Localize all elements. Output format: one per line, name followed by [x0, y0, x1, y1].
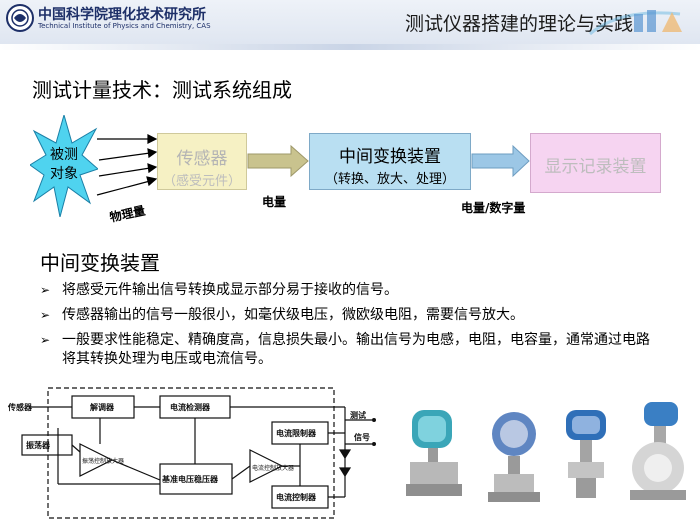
bullet-item: ➢传感器输出的信号一般很小，如毫伏级电压，微欧级电阻，需要信号放大。: [40, 307, 524, 323]
institute-logo-icon: [6, 4, 34, 32]
physical-quantity-label: 物理量: [108, 203, 147, 225]
sensor-subtitle: （感受元件）: [162, 174, 241, 189]
measured-object-label: 被测 对象: [50, 147, 78, 182]
bullet-item: ➢将感受元件输出信号转换成显示部分易于接收的信号。: [40, 282, 398, 298]
digital-quantity-label: 电量/数字量: [461, 201, 526, 215]
measured-object-burst-icon: [30, 115, 98, 217]
pressure-transmitter-icon: [488, 412, 540, 502]
bullet-item: ➢一般要求性能稳定、精确度高，信息损失最小。输出信号为电感，电阻，电容量，通常通…: [40, 332, 650, 367]
circuit-current-limiter-label: 电流限制器: [276, 429, 316, 438]
display-record-box: 显示记录装置: [530, 133, 661, 193]
pressure-transmitter-icon: [406, 410, 462, 496]
bullet-arrow-icon: ➢: [40, 283, 51, 297]
bullet-arrow-icon: ➢: [40, 333, 51, 347]
sensor-title: 传感器: [176, 149, 228, 169]
intermediate-title: 中间变换装置: [339, 147, 441, 167]
header-divider: [0, 44, 700, 50]
circuit-lines: [21, 387, 376, 519]
circuit-signal-label: 信号: [354, 433, 370, 442]
slide-title: 测试计量技术：测试系统组成: [32, 78, 292, 102]
circuit-demodulator-label: 解调器: [90, 403, 114, 412]
circuit-diagram: 传感器 解调器 电流检测器 振荡器 振荡控制放大器 基准电压稳压器 电流限制器 …: [0, 380, 383, 525]
deck-title: 测试仪器搭建的理论与实践: [405, 13, 634, 35]
section-title: 中间变换装置: [40, 251, 160, 275]
intermediate-transform-box: 中间变换装置 （转换、放大、处理）: [309, 133, 471, 190]
transmitter-photos: [398, 398, 695, 508]
intermediate-subtitle: （转换、放大、处理）: [324, 172, 455, 187]
institute-name-cn: 中国科学院理化技术研究所: [38, 7, 206, 23]
sensor-box: 传感器 （感受元件）: [157, 133, 247, 190]
circuit-current-amp-label: 电流控制放大器: [252, 465, 295, 472]
circuit-test-label: 测试: [350, 411, 366, 420]
circuit-current-controller-label: 电流控制器: [276, 493, 316, 502]
circuit-ref-regulator-label: 基准电压稳压器: [162, 475, 218, 484]
circuit-oscillator-label: 振荡器: [26, 441, 50, 450]
pressure-transmitter-icon: [566, 410, 606, 498]
circuit-osc-amp-label: 振荡控制放大器: [82, 458, 125, 465]
pressure-transmitter-icon: [630, 402, 686, 500]
electric-quantity-label: 电量: [262, 195, 287, 209]
circuit-sensor-label: 传感器: [8, 403, 32, 412]
circuit-current-detector-label: 电流检测器: [170, 403, 210, 412]
bullet-list: ➢将感受元件输出信号转换成显示部分易于接收的信号。 ➢传感器输出的信号一般很小，…: [40, 281, 650, 375]
institute-name-en: Technical Institute of Physics and Chemi…: [38, 22, 211, 30]
bullet-arrow-icon: ➢: [40, 308, 51, 322]
header-bar: 中国科学院理化技术研究所 Technical Institute of Phys…: [0, 0, 700, 44]
watermark-logo-icon: [589, 10, 682, 36]
display-title: 显示记录装置: [544, 157, 647, 177]
